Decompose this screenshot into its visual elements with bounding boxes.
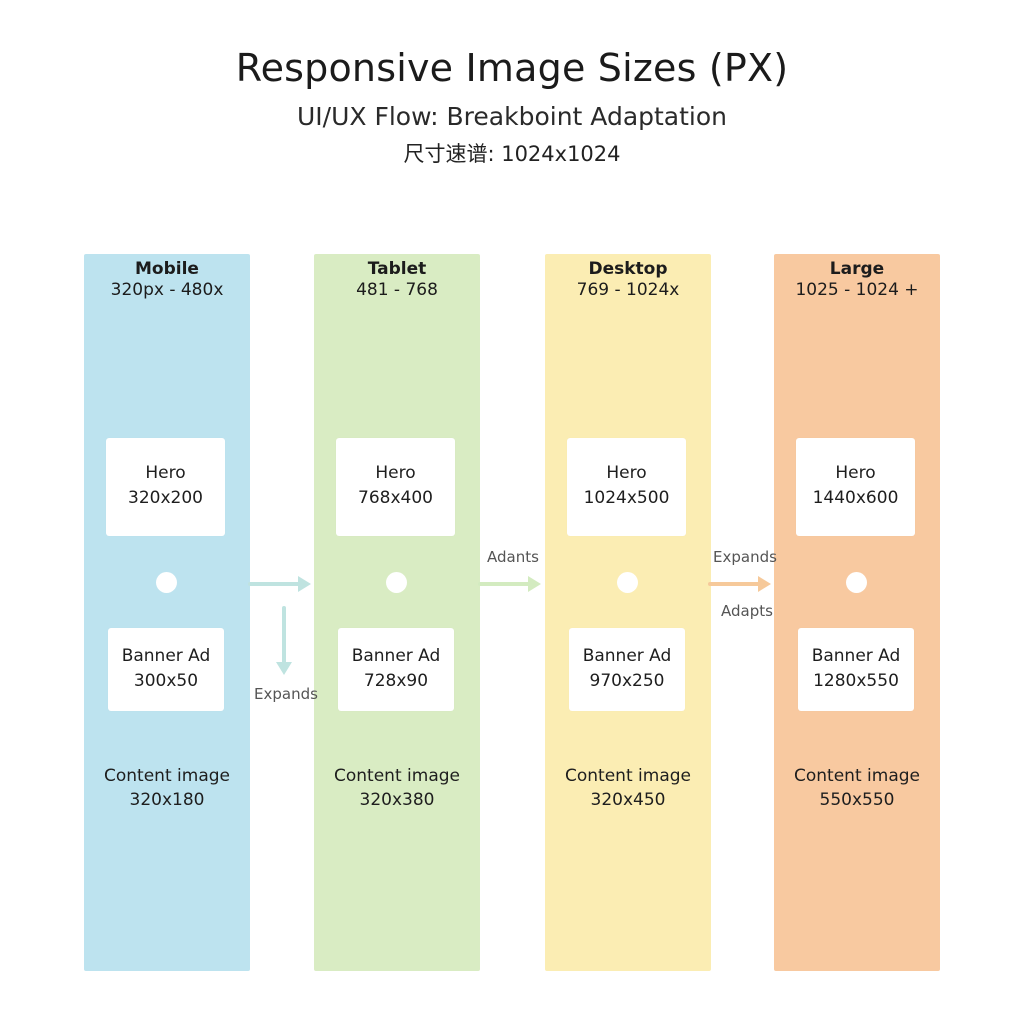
content-image-block: Content image 550x550 (774, 766, 940, 810)
hero-size: 320x200 (128, 488, 203, 508)
banner-label: Banner Ad (811, 646, 901, 666)
column-desktop: Desktop 769 - 1024x Hero 1024x500 Banner… (545, 254, 711, 971)
content-image-block: Content image 320x450 (545, 766, 711, 810)
arrow-tablet-to-desktop (478, 576, 541, 592)
column-range: 320px - 480x (110, 280, 224, 300)
column-large: Large 1025 - 1024 + Hero 1440x600 Banner… (774, 254, 940, 971)
hero-card: Hero 1440x600 (796, 438, 915, 536)
column-name: Large (829, 259, 885, 279)
flow-node (617, 572, 638, 593)
content-size: 550x550 (819, 790, 895, 810)
hero-label: Hero (375, 463, 416, 483)
column-name: Mobile (135, 259, 199, 279)
hero-size: 1440x600 (812, 488, 899, 508)
content-image-block: Content image 320x380 (314, 766, 480, 810)
content-label: Content image (334, 766, 460, 786)
flow-label-adapts: Adapts (721, 602, 773, 620)
hero-label: Hero (606, 463, 647, 483)
hero-size: 1024x500 (583, 488, 670, 508)
diagram-title: Responsive Image Sizes (PX) (235, 46, 789, 90)
arrow-desktop-to-large (708, 576, 771, 592)
banner-label: Banner Ad (351, 646, 441, 666)
size-note: 尺寸速谱: 1024x1024 (403, 142, 621, 166)
hero-card: Hero 320x200 (106, 438, 225, 536)
flow-node (846, 572, 867, 593)
column-tablet: Tablet 481 - 768 Hero 768x400 Banner Ad … (314, 254, 480, 971)
flow-label-expands: Expands (254, 685, 318, 703)
banner-card: Banner Ad 728x90 (338, 628, 454, 711)
column-range: 769 - 1024x (576, 280, 680, 300)
content-size: 320x380 (359, 790, 435, 810)
column-name: Desktop (588, 259, 668, 279)
content-image-block: Content image 320x180 (84, 766, 250, 810)
banner-label: Banner Ad (582, 646, 672, 666)
column-range: 1025 - 1024 + (795, 280, 919, 300)
hero-label: Hero (835, 463, 876, 483)
banner-size: 1280x550 (813, 671, 899, 691)
column-name: Tablet (367, 259, 427, 279)
flow-label-expands-large: Expands (713, 548, 777, 566)
content-label: Content image (794, 766, 920, 786)
banner-card: Banner Ad 1280x550 (798, 628, 914, 711)
hero-card: Hero 1024x500 (567, 438, 686, 536)
column-range: 481 - 768 (356, 280, 438, 300)
flow-node (386, 572, 407, 593)
content-label: Content image (104, 766, 230, 786)
hero-label: Hero (145, 463, 186, 483)
banner-size: 728x90 (363, 671, 429, 691)
hero-size: 768x400 (358, 488, 433, 508)
hero-card: Hero 768x400 (336, 438, 455, 536)
arrow-mobile-expands-down (276, 606, 292, 675)
column-mobile: Mobile 320px - 480x Hero 320x200 Banner … (84, 254, 250, 971)
content-label: Content image (565, 766, 691, 786)
flow-node (156, 572, 177, 593)
banner-card: Banner Ad 970x250 (569, 628, 685, 711)
content-size: 320x180 (129, 790, 205, 810)
content-size: 320x450 (590, 790, 666, 810)
flow-label-adants: Adants (487, 548, 539, 566)
diagram-subtitle: UI/UX Flow: Breakboint Adaptation (296, 102, 728, 131)
banner-label: Banner Ad (121, 646, 211, 666)
banner-size: 970x250 (589, 671, 665, 691)
arrow-mobile-to-tablet (248, 576, 311, 592)
banner-size: 300x50 (133, 671, 199, 691)
banner-card: Banner Ad 300x50 (108, 628, 224, 711)
